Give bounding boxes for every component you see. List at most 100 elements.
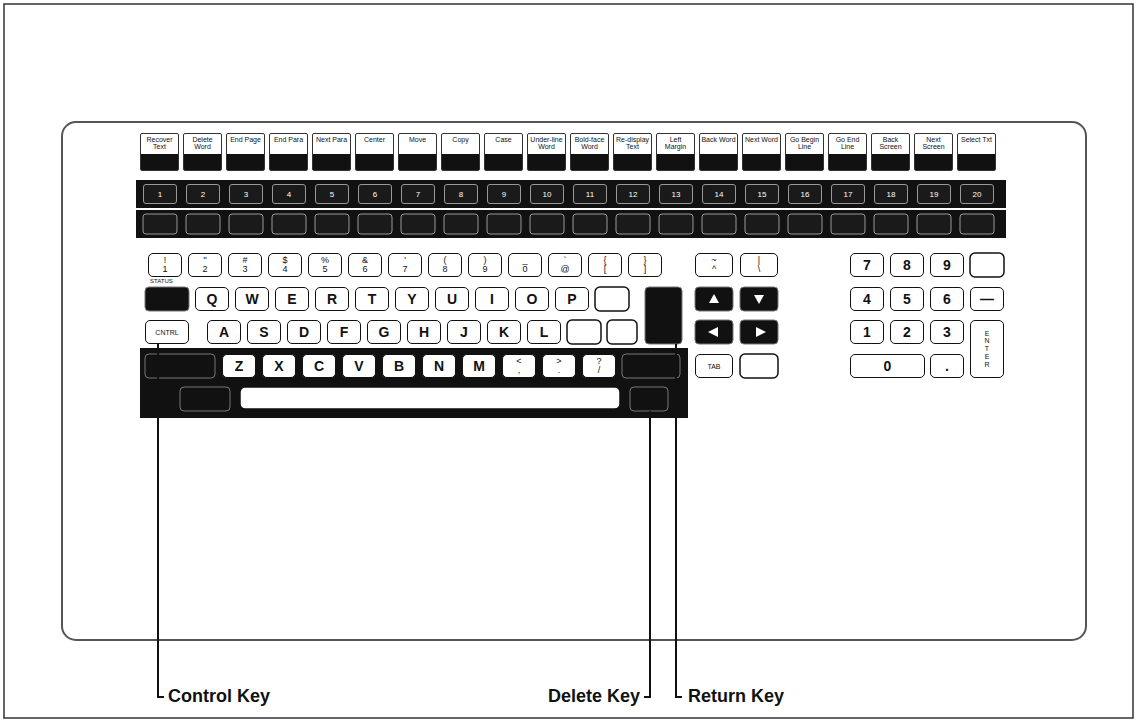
key-cap: C: [302, 354, 336, 378]
dark-key: [180, 387, 230, 411]
shift-key: [145, 354, 215, 378]
leader-line: [158, 344, 164, 697]
key-legend: P: [567, 292, 576, 306]
key-legend: U: [447, 292, 457, 306]
key-cap: B: [382, 354, 416, 378]
key-legend: 9: [502, 190, 506, 199]
key-cap: W: [235, 287, 269, 311]
function-key: 8: [444, 184, 478, 204]
blank-key: [970, 253, 1004, 277]
key-legend: L: [540, 325, 549, 339]
key-cap: H: [407, 320, 441, 344]
arrow-key: [695, 320, 733, 344]
key-legend: }: [643, 256, 646, 265]
leader-line: [676, 344, 682, 697]
callout-label: Control Key: [168, 686, 270, 707]
command-key: [358, 214, 392, 234]
arrow-key: [740, 287, 778, 311]
arrow-symbol: [754, 295, 764, 304]
return-key: [645, 287, 682, 344]
arrow-symbol: [756, 327, 766, 337]
function-key: 13: [659, 184, 693, 204]
key-cap: P: [555, 287, 589, 311]
key-legend: 7: [402, 265, 407, 274]
key-legend: Next Para: [316, 136, 347, 143]
function-key: 18: [874, 184, 908, 204]
key-legend: &: [362, 256, 368, 265]
function-key: 19: [917, 184, 951, 204]
key-legend: —: [980, 292, 994, 306]
key-legend: .: [945, 359, 949, 373]
key-legend: S: [259, 325, 268, 339]
key-legend: 12: [629, 190, 638, 199]
key-cap: 1: [850, 320, 884, 344]
key-cap: U: [435, 287, 469, 311]
key-legend: 10: [543, 190, 552, 199]
key-cap: T: [355, 287, 389, 311]
function-key: 6: [358, 184, 392, 204]
key-cap: N: [422, 354, 456, 378]
key-legend: ENTER: [984, 330, 991, 368]
key-legend: 8: [903, 258, 911, 272]
command-key: [874, 214, 908, 234]
arrow-symbol: [709, 294, 719, 303]
key-legend: R: [327, 292, 337, 306]
key-legend: 1: [162, 265, 167, 274]
key-cap: )9: [468, 253, 502, 277]
key-legend: <: [516, 357, 521, 366]
key-legend: D: [299, 325, 309, 339]
key-legend: Bold-face Word: [572, 136, 607, 150]
blank-key: [740, 354, 778, 378]
key-legend: 0: [522, 265, 527, 274]
key-legend: Next Word: [745, 136, 778, 143]
command-key: [186, 214, 220, 234]
key-legend: CNTRL: [155, 329, 178, 336]
key-legend: 18: [887, 190, 896, 199]
key-legend: ": [203, 256, 206, 265]
key-legend: ): [484, 256, 487, 265]
key-legend: 9: [943, 258, 951, 272]
key-legend: 2: [202, 265, 207, 274]
function-key: 10: [530, 184, 564, 204]
key-legend: `: [564, 256, 567, 265]
key-legend: >: [556, 357, 561, 366]
keyboard-housing: [62, 122, 1086, 640]
command-key: [487, 214, 521, 234]
function-key: 2: [186, 184, 220, 204]
function-label-card: Copy: [441, 133, 480, 171]
key-cap: Q: [195, 287, 229, 311]
key-legend: Center: [364, 136, 385, 143]
function-label-card: Left Margin: [656, 133, 695, 171]
function-label-card: Delete Word: [183, 133, 222, 171]
key-legend: 7: [863, 258, 871, 272]
key-cap: E: [275, 287, 309, 311]
command-key: [229, 214, 263, 234]
command-key: [917, 214, 951, 234]
key-legend: Go Begin Line: [787, 136, 822, 150]
key-legend: _: [522, 256, 527, 265]
command-key: [444, 214, 478, 234]
function-label-card: Next Screen: [914, 133, 953, 171]
function-key: 15: [745, 184, 779, 204]
key-legend: %: [321, 256, 329, 265]
function-key: 17: [831, 184, 865, 204]
key-legend: Left Margin: [658, 136, 693, 150]
key-cap: #3: [228, 253, 262, 277]
key-legend: Delete Word: [185, 136, 220, 150]
function-label-card: Center: [355, 133, 394, 171]
key-legend: {: [603, 256, 606, 265]
key-legend: TAB: [707, 363, 720, 370]
command-key: [573, 214, 607, 234]
key-legend: \: [758, 265, 761, 274]
key-legend: @: [560, 265, 569, 274]
key-legend: (: [444, 256, 447, 265]
key-legend: Go End Line: [830, 136, 865, 150]
function-label-card: Next Para: [312, 133, 351, 171]
function-key: 11: [573, 184, 607, 204]
key-cap: O: [515, 287, 549, 311]
command-key: [315, 214, 349, 234]
key-legend: Q: [207, 292, 218, 306]
key-cap: |\: [740, 253, 778, 277]
key-cap: M: [462, 354, 496, 378]
key-legend: 11: [586, 190, 594, 199]
